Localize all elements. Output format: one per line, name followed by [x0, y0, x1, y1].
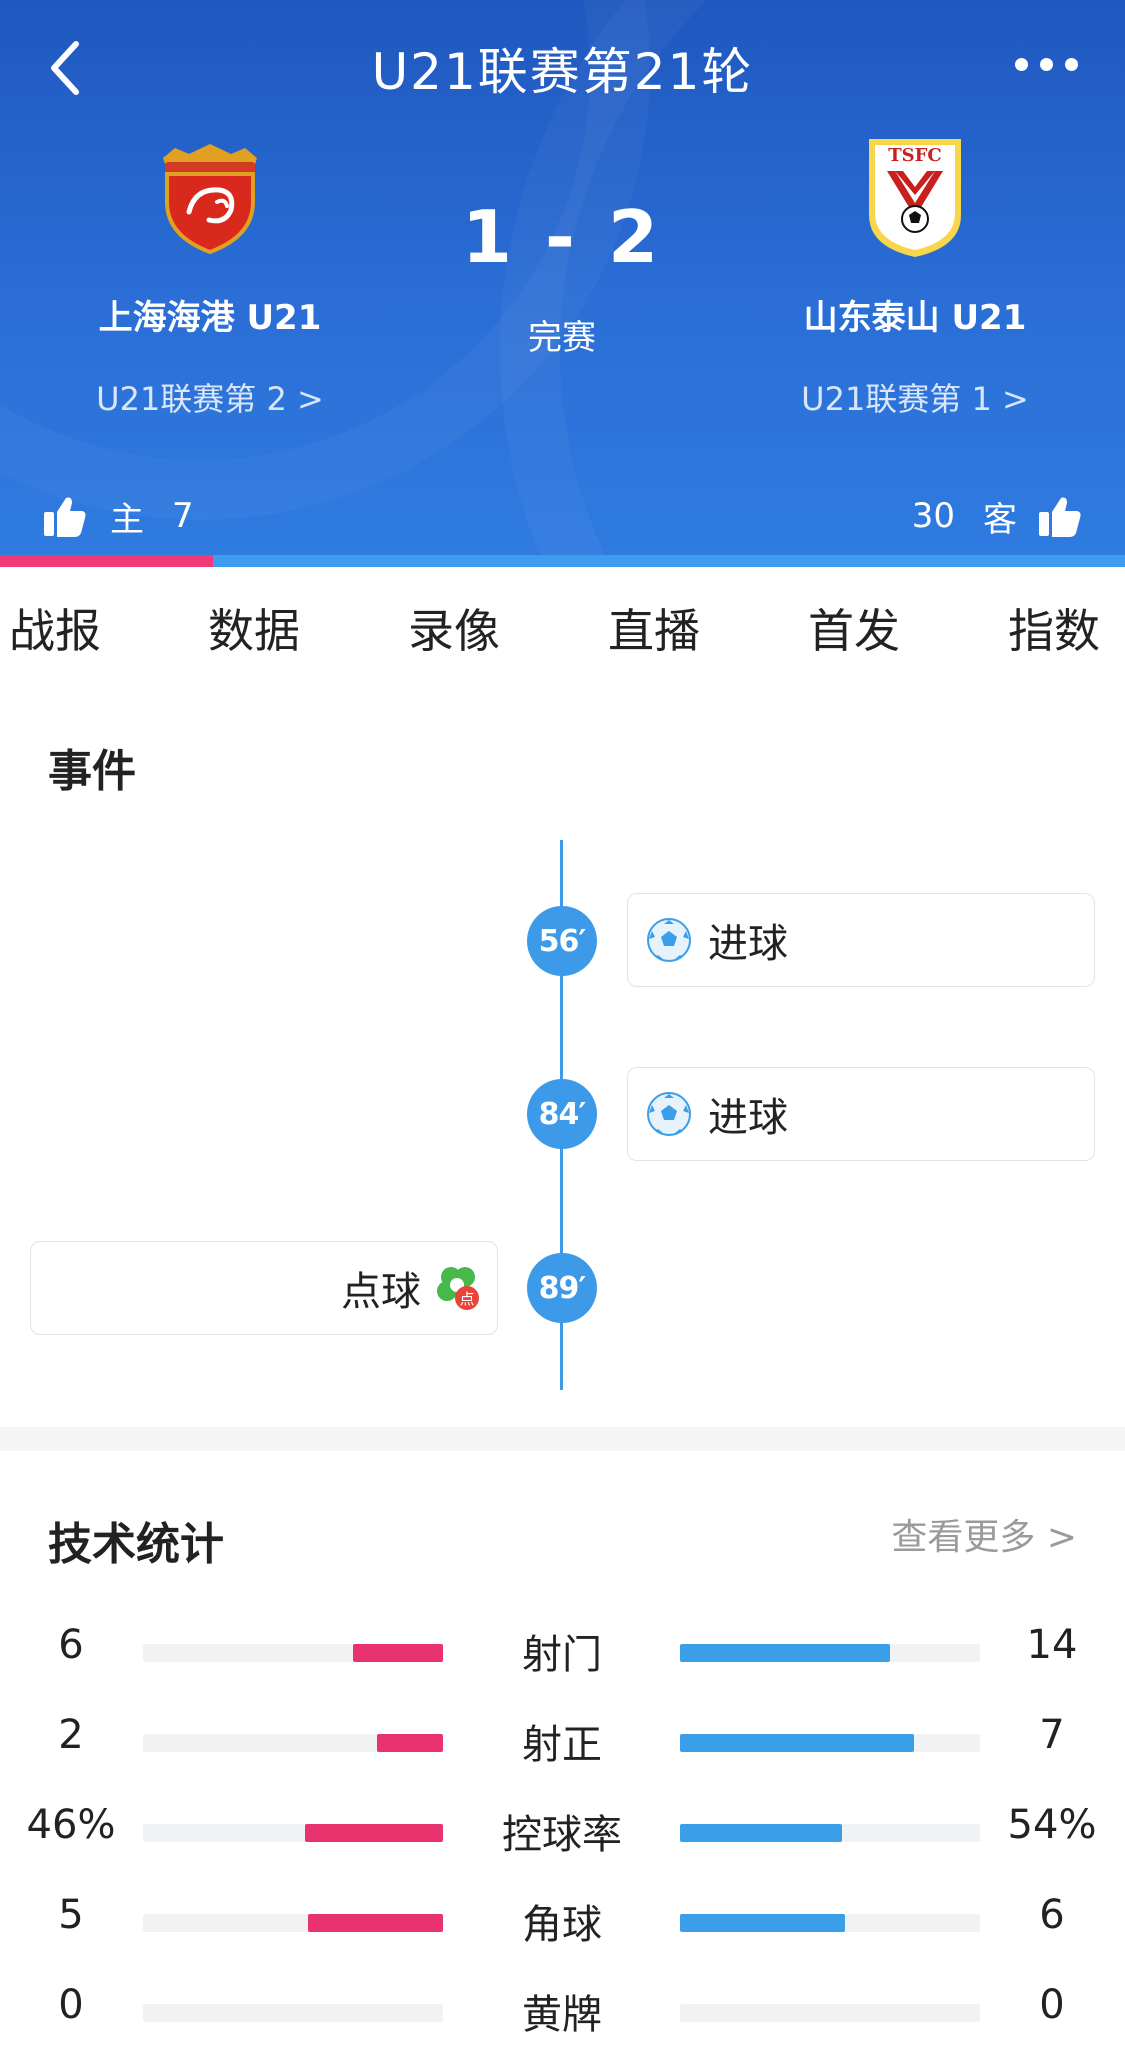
stat-home-value: 0 — [58, 1982, 84, 2028]
page-title: U21联赛第21轮 — [371, 43, 754, 101]
stat-home-bar — [143, 2004, 443, 2022]
stat-home-value: 46% — [26, 1802, 116, 1848]
stat-row: 5 角球 6 — [0, 1892, 1125, 1952]
away-vote-count: 30 — [911, 496, 955, 536]
event-minute: 56′ — [527, 906, 597, 976]
home-vote[interactable]: 主 7 — [42, 494, 194, 540]
stat-row: 46% 控球率 54% — [0, 1802, 1125, 1862]
stat-away-bar — [680, 1734, 980, 1752]
away-crest-text: TSFC — [888, 145, 942, 166]
stat-away-bar — [680, 1824, 980, 1842]
event-minute: 84′ — [527, 1079, 597, 1149]
thumbs-up-icon[interactable] — [42, 494, 88, 538]
tab-odds[interactable]: 指数 — [1008, 604, 1100, 658]
stat-away-fill — [680, 1644, 890, 1662]
football-icon — [647, 1092, 691, 1136]
home-team-crest[interactable] — [155, 140, 265, 255]
stat-home-fill — [353, 1644, 443, 1662]
stat-away-value: 6 — [1039, 1892, 1065, 1938]
see-more-link[interactable]: 查看更多 > — [891, 1517, 1077, 1558]
football-icon — [647, 918, 691, 962]
back-arrow-icon[interactable] — [42, 38, 92, 98]
stat-label: 控球率 — [502, 1812, 622, 1858]
match-score: 1 - 2 — [461, 195, 663, 279]
stat-home-fill — [308, 1914, 443, 1932]
event-label: 点球 — [341, 1269, 421, 1315]
away-team-crest[interactable]: TSFC — [865, 135, 965, 259]
events-title: 事件 — [48, 746, 136, 797]
stat-label: 角球 — [522, 1902, 602, 1948]
stat-home-value: 6 — [58, 1622, 84, 1668]
match-status: 完赛 — [528, 318, 596, 358]
stats-title: 技术统计 — [48, 1519, 224, 1570]
away-vote[interactable]: 30 客 — [911, 494, 1083, 540]
stat-away-bar — [680, 2004, 980, 2022]
home-vote-label: 主 — [110, 499, 144, 540]
away-vote-label: 客 — [983, 499, 1017, 540]
tab-live[interactable]: 直播 — [608, 604, 700, 658]
stat-away-bar — [680, 1914, 980, 1932]
stat-home-fill — [305, 1824, 443, 1842]
stat-row: 2 射正 7 — [0, 1712, 1125, 1772]
event-card[interactable]: 进球 — [627, 893, 1095, 987]
stat-row: 0 黄牌 0 — [0, 1982, 1125, 2042]
event-card[interactable]: 进球 — [627, 1067, 1095, 1161]
stat-label: 射正 — [522, 1722, 602, 1768]
stat-away-bar — [680, 1644, 980, 1662]
stat-home-bar — [143, 1644, 443, 1662]
penalty-icon: 点 — [437, 1267, 479, 1310]
tab-replay[interactable]: 录像 — [408, 604, 500, 658]
stat-label: 黄牌 — [522, 1992, 602, 2038]
stat-away-value: 54% — [1007, 1802, 1097, 1848]
stat-label: 射门 — [522, 1632, 602, 1678]
stat-home-bar — [143, 1734, 443, 1752]
tab-lineup[interactable]: 首发 — [808, 604, 900, 658]
stat-away-value: 7 — [1039, 1712, 1065, 1758]
vote-ratio-bar — [0, 555, 1125, 567]
home-vote-count: 7 — [172, 496, 194, 536]
stat-home-bar — [143, 1824, 443, 1842]
event-minute: 89′ — [527, 1253, 597, 1323]
home-vote-fill — [0, 555, 213, 567]
stat-home-bar — [143, 1914, 443, 1932]
thumbs-up-icon[interactable] — [1037, 494, 1083, 538]
event-label: 进球 — [708, 921, 788, 967]
stat-away-value: 0 — [1039, 1982, 1065, 2028]
stat-away-fill — [680, 1824, 842, 1842]
tab-data[interactable]: 数据 — [208, 604, 300, 658]
home-team-name[interactable]: 上海海港 U21 — [98, 298, 322, 338]
stat-away-fill — [680, 1914, 845, 1932]
stat-home-fill — [377, 1734, 443, 1752]
tab-report[interactable]: 战报 — [9, 604, 101, 658]
away-team-rank-link[interactable]: U21联赛第 1 > — [801, 380, 1029, 418]
more-options-icon[interactable] — [1015, 58, 1079, 74]
penalty-badge: 点 — [459, 1290, 474, 1308]
stat-away-value: 14 — [1026, 1622, 1078, 1668]
section-divider — [0, 1427, 1125, 1451]
event-card[interactable]: 点球 点 — [30, 1241, 498, 1335]
home-team-rank-link[interactable]: U21联赛第 2 > — [96, 380, 324, 418]
match-header: U21联赛第21轮 TSFC 上海海港 U21 山东泰山 U21 U21联赛第 … — [0, 0, 1125, 555]
stat-home-value: 5 — [58, 1892, 84, 1938]
away-team-name[interactable]: 山东泰山 U21 — [803, 298, 1027, 338]
stat-row: 6 射门 14 — [0, 1622, 1125, 1682]
tab-bar: 战报 数据 录像 直播 首发 指数 — [0, 595, 1125, 665]
stat-away-fill — [680, 1734, 914, 1752]
stat-home-value: 2 — [58, 1712, 84, 1758]
event-label: 进球 — [708, 1095, 788, 1141]
